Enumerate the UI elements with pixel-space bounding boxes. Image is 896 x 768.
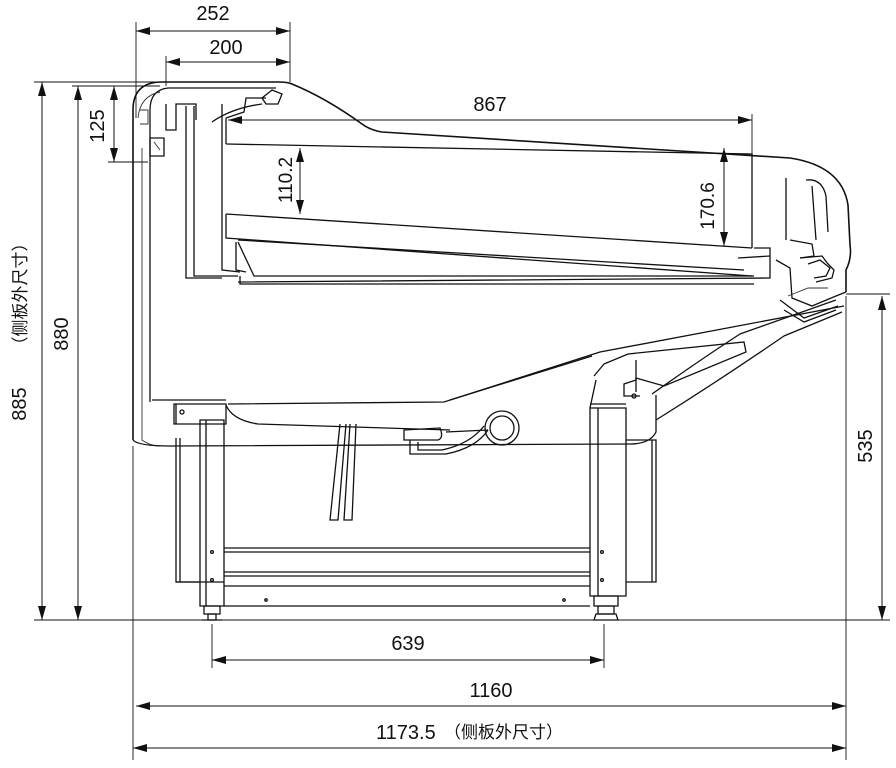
dim-feet-spacing: 639 <box>212 633 604 664</box>
dim-left-inner-height: 880 <box>51 86 82 620</box>
dim-left-outer-height: 885 （侧板外尺寸） <box>9 82 46 620</box>
dim-top-inner: 200 <box>166 37 290 66</box>
dim-label-front-height: 535 <box>855 429 877 462</box>
dim-shelf-width: 867 <box>228 94 752 124</box>
piping <box>329 410 520 521</box>
dim-rear-shelf-height: 110.2 <box>276 148 304 214</box>
dim-top-edge-height: 125 <box>87 86 118 162</box>
dim-top-overall: 252 <box>136 3 290 35</box>
extension-lines <box>34 22 890 760</box>
upper-shelf <box>225 143 771 285</box>
dim-label-shelf-width: 867 <box>473 94 506 116</box>
dim-label-top-edge-height: 125 <box>87 109 109 142</box>
dim-label-rear-shelf-height: 110.2 <box>276 157 297 203</box>
dim-front-height: 535 <box>855 296 886 620</box>
dim-overall-depth: 1160 <box>136 680 846 710</box>
dim-label-feet-spacing: 639 <box>391 633 424 655</box>
dim-note-side-panel: （侧板外尺寸） <box>444 723 563 743</box>
inner-frame <box>140 89 283 279</box>
dim-label-front-shelf-height: 170.6 <box>698 182 719 230</box>
dim-note-left-outer: （侧板外尺寸） <box>11 235 31 354</box>
dim-label-top-inner: 200 <box>209 37 242 59</box>
dim-front-shelf-height: 170.6 <box>698 148 728 246</box>
display-tray <box>589 299 843 421</box>
dim-label-overall-depth: 1160 <box>469 680 512 702</box>
cabinet-body <box>132 81 852 447</box>
front-hardware <box>775 178 847 323</box>
stand <box>173 393 657 621</box>
dim-label-left-outer-height: 885 <box>9 387 31 420</box>
dim-label-left-inner-height: 880 <box>51 317 73 350</box>
dim-overall-depth-side-panel: 1173.5 （侧板外尺寸） <box>133 722 846 752</box>
dim-label-top-overall: 252 <box>196 3 229 25</box>
dim-label-overall-depth-side-panel: 1173.5 <box>376 722 436 744</box>
